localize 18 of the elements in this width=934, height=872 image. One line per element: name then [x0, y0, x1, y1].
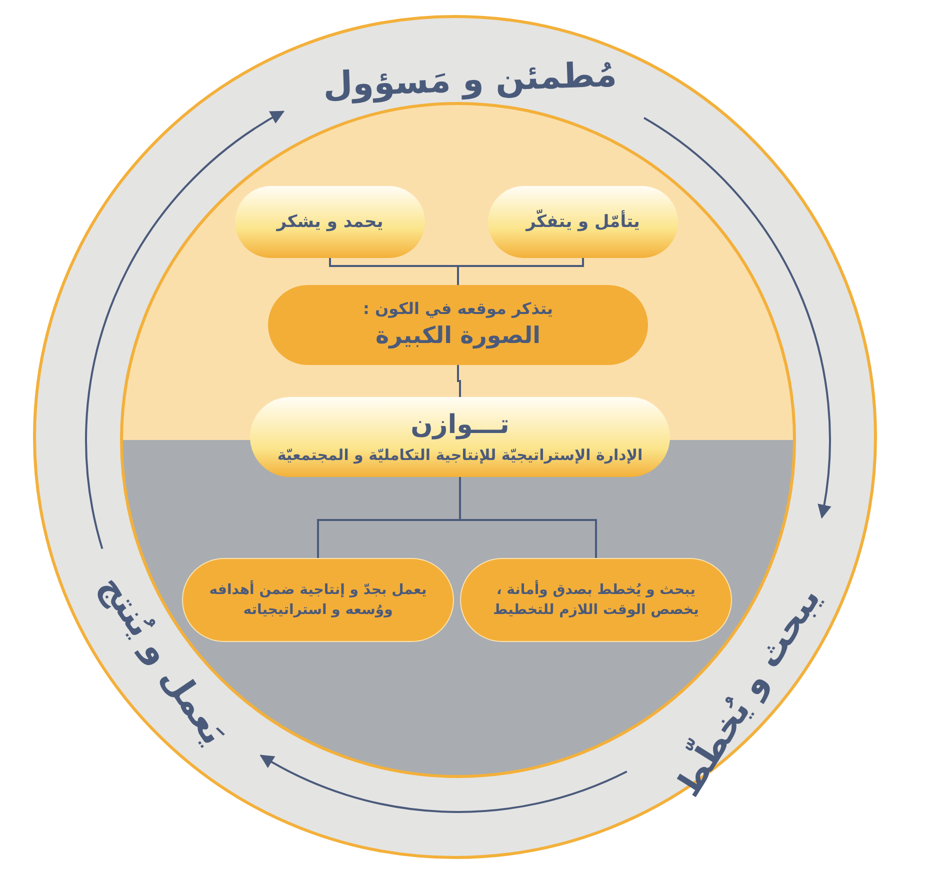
ring-label: مُطمئن و مَسؤول — [322, 54, 618, 106]
box-text: يحمد و يشكر — [276, 210, 384, 234]
rounded-box — [460, 558, 732, 642]
box-heading: تـــوازن — [410, 409, 510, 442]
curved-arrow — [260, 754, 628, 813]
box-text: الصورة الكبيرة — [376, 322, 540, 351]
rounded-box — [182, 558, 454, 642]
box-text: الإدارة الإستراتيجيّة للإنتاجية التكامليّة و المجتمعيّة — [277, 444, 643, 466]
curved-arrow — [643, 117, 831, 519]
curved-arrow — [85, 110, 285, 549]
connector-line — [457, 365, 461, 397]
box-text: يتأمّل و يتفكّر — [526, 210, 640, 234]
box-text: يبحث و يُخطط بصدق وأمانة ، يخصص الوقت اللازم للتخطيط — [492, 580, 700, 620]
box-text: يعمل بجدّ و إنتاجية ضمن أهدافه ووُسعه و استراتيجياته — [208, 580, 428, 620]
rounded-box — [235, 186, 425, 258]
box-heading: يتذكر موقعه في الكون : — [363, 298, 554, 320]
connector-line — [329, 258, 459, 285]
connector-line — [317, 477, 461, 558]
